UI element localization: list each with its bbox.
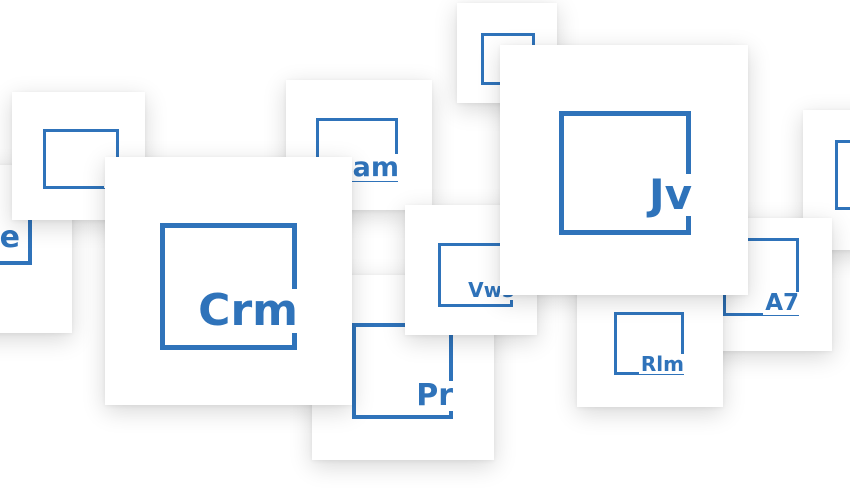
logo-text-jv: Jv [646, 170, 692, 219]
logo-rlm: Rlm [614, 312, 684, 375]
logo-text-a7: A7 [763, 290, 799, 316]
tile-crm: Crm [105, 157, 352, 405]
logo-am: am [316, 118, 399, 183]
logo-right-edge [835, 140, 850, 210]
logo-text-am: am [350, 152, 399, 183]
logo-jv: Jv [559, 111, 692, 235]
tile-jv: Jv [500, 45, 748, 295]
logo-text-me: Me [0, 223, 20, 253]
logo-text-crm: Crm [196, 285, 298, 336]
logo-pr: Pr [352, 323, 453, 419]
tile-am: am [286, 80, 432, 210]
logo-text-pr: Pr [414, 378, 453, 413]
logo-me: Me [0, 195, 32, 265]
logo-crm: Crm [160, 223, 298, 350]
logo-text-rlm: Rlm [638, 352, 684, 376]
